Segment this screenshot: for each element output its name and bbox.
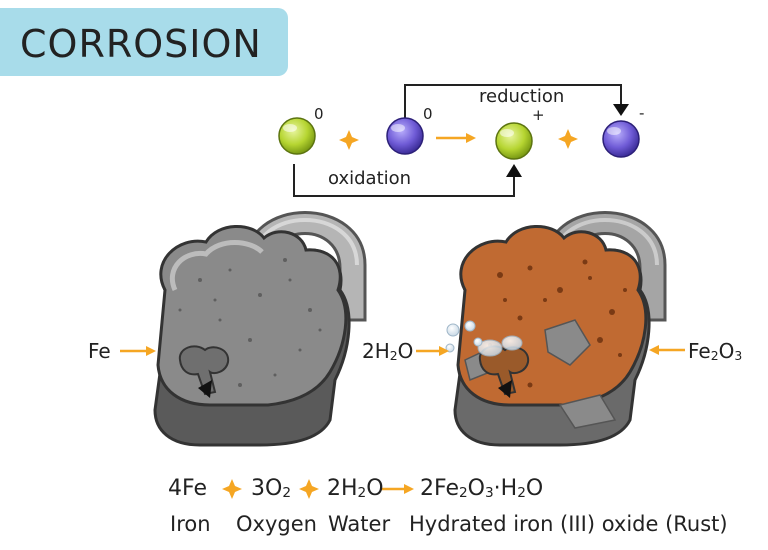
charge-label: 0 bbox=[423, 105, 433, 123]
rust-pointer-arrow bbox=[649, 345, 685, 355]
rust-label: Fe2O3 bbox=[688, 339, 742, 363]
oxidation-bracket bbox=[293, 164, 522, 197]
fe-label: Fe bbox=[88, 339, 111, 363]
title-banner: CORROSION bbox=[0, 8, 288, 76]
plus-icon bbox=[339, 130, 359, 150]
plus-icon bbox=[558, 129, 578, 149]
atom-purple-anion bbox=[602, 120, 640, 158]
fe-pointer-arrow bbox=[120, 346, 156, 356]
water-pointer-arrow bbox=[416, 346, 449, 356]
page-title: CORROSION bbox=[20, 22, 262, 66]
charge-label: 0 bbox=[314, 105, 324, 123]
iron-padlock bbox=[153, 211, 367, 447]
rusted-padlock bbox=[445, 211, 667, 447]
equation-term-iron: 4Fe bbox=[168, 476, 207, 501]
atom-green-neutral bbox=[278, 117, 316, 155]
reduction-arrowhead bbox=[613, 104, 629, 116]
atom-purple-neutral bbox=[386, 117, 424, 155]
name-oxygen: Oxygen bbox=[236, 512, 317, 536]
name-iron: Iron bbox=[170, 512, 211, 536]
plus-icon bbox=[299, 479, 319, 499]
plus-icon bbox=[222, 479, 242, 499]
name-rust: Hydrated iron (III) oxide (Rust) bbox=[409, 512, 728, 536]
rust-label-text: Fe2O3 bbox=[688, 339, 743, 364]
equation-term-rust: 2Fe2O3·H2O bbox=[420, 476, 544, 502]
charge-label: - bbox=[639, 104, 645, 122]
atom-green-cation bbox=[495, 122, 533, 160]
oxidation-arrowhead bbox=[506, 164, 522, 177]
water-label: 2H2O bbox=[362, 339, 413, 363]
charge-label: + bbox=[532, 106, 545, 124]
water-label-text: 2H2O bbox=[362, 339, 414, 364]
equation-term-oxygen: 3O2 bbox=[251, 476, 291, 502]
equation-arrow-icon bbox=[380, 484, 414, 494]
name-water: Water bbox=[328, 512, 391, 536]
oxidation-label: oxidation bbox=[328, 168, 412, 189]
reduction-label: reduction bbox=[479, 86, 565, 107]
reaction-arrow-icon bbox=[436, 133, 476, 143]
equation-term-water: 2H2O bbox=[327, 476, 384, 502]
water-bubbles bbox=[445, 320, 523, 357]
reduction-bracket bbox=[404, 84, 629, 118]
